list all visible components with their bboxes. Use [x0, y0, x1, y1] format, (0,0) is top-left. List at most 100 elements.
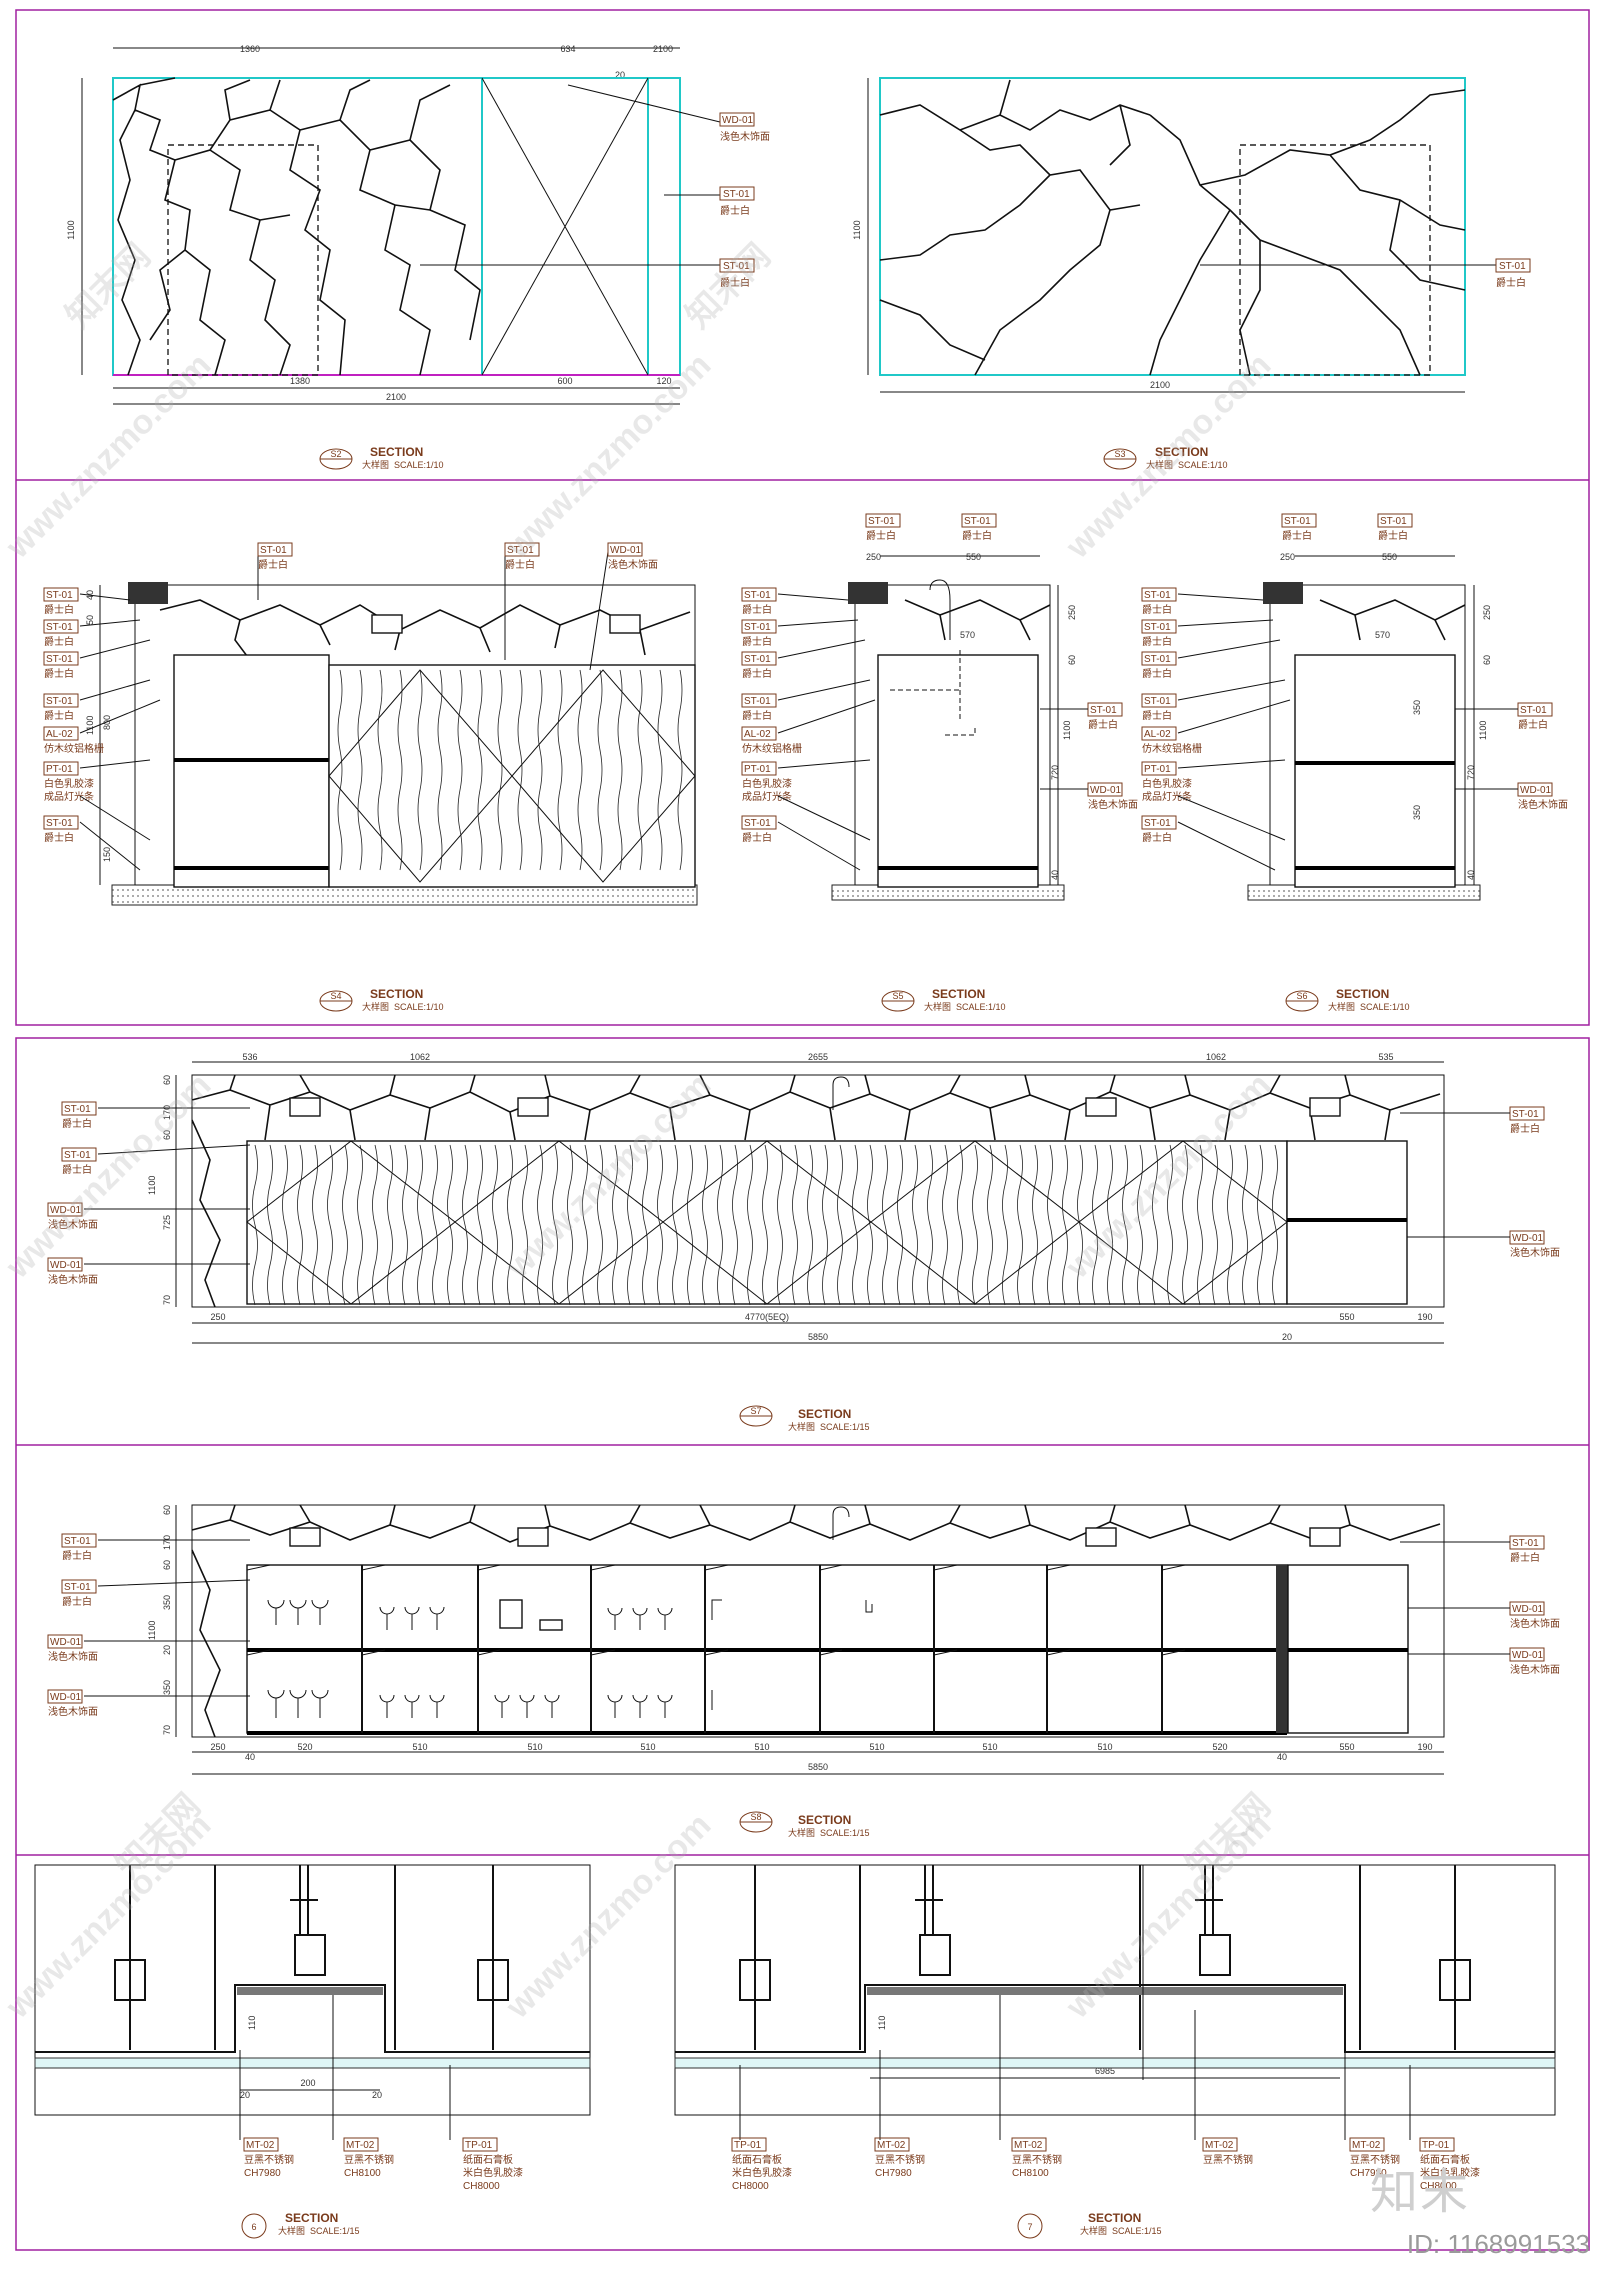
svg-text:S3: S3 — [1114, 449, 1125, 459]
s2-dim-bottom-1: 1380 — [290, 376, 310, 386]
svg-text:S5: S5 — [892, 991, 903, 1001]
s7-dim-l2: 170 — [162, 1105, 172, 1120]
s4-dim-3: 800 — [102, 715, 112, 730]
section-s6: 250 550 570 250 60 350 1100 720 350 40 S… — [1141, 513, 1568, 1012]
svg-text:ST-01: ST-01 — [46, 622, 73, 633]
svg-text:成品灯光条: 成品灯光条 — [742, 790, 792, 803]
svg-text:爵士白: 爵士白 — [1088, 718, 1118, 731]
s6-dim-r2: 60 — [1482, 655, 1492, 665]
svg-text:米白色乳胶漆: 米白色乳胶漆 — [463, 2166, 523, 2179]
s6-dim-r3: 350 — [1412, 700, 1422, 715]
sheet-frame-top — [15, 9, 1590, 1026]
s8-dim-b8: 510 — [869, 1742, 884, 1752]
s5-dim-r5: 40 — [1050, 870, 1060, 880]
svg-text:豆黑不锈钢: 豆黑不锈钢 — [244, 2153, 294, 2166]
svg-text:爵士白: 爵士白 — [1142, 831, 1172, 844]
d6-dim-s2: 20 — [372, 2090, 382, 2100]
svg-text:MT-02: MT-02 — [877, 2140, 906, 2151]
svg-text:CH7980: CH7980 — [875, 2168, 912, 2179]
svg-text:ST-01: ST-01 — [1380, 516, 1407, 527]
svg-text:CH8100: CH8100 — [1012, 2168, 1049, 2179]
svg-text:爵士白: 爵士白 — [1518, 718, 1548, 731]
svg-text:SCALE:1/10: SCALE:1/10 — [956, 1002, 1006, 1012]
s2-dim-top-4: 20 — [615, 70, 625, 80]
svg-text:WD-01: WD-01 — [722, 115, 754, 126]
svg-text:大样图: 大样图 — [788, 1827, 815, 1838]
s8-dim-b5: 510 — [527, 1742, 542, 1752]
s7-dim-top-1: 536 — [242, 1052, 257, 1062]
svg-text:ST-01: ST-01 — [723, 261, 750, 272]
svg-text:WD-01: WD-01 — [610, 545, 642, 556]
svg-text:ST-01: ST-01 — [46, 696, 73, 707]
svg-text:CH7980: CH7980 — [244, 2168, 281, 2179]
svg-text:SECTION: SECTION — [798, 1813, 851, 1827]
brand-logo: 知末 — [1369, 2164, 1470, 2220]
svg-text:大样图: 大样图 — [924, 1001, 951, 1012]
s6-title: S6 SECTION 大样图 SCALE:1/10 — [1285, 987, 1410, 1012]
svg-text:大样图: 大样图 — [1146, 459, 1173, 470]
svg-text:知末网: 知末网 — [59, 237, 158, 336]
s8-dim-b3: 520 — [297, 1742, 312, 1752]
svg-text:PT-01: PT-01 — [46, 764, 73, 775]
svg-text:白色乳胶漆: 白色乳胶漆 — [742, 777, 792, 790]
svg-text:www.znzmo.com: www.znzmo.com — [498, 346, 718, 566]
s8-dim-b14: 190 — [1417, 1742, 1432, 1752]
s7-dim-top-3: 2655 — [808, 1052, 828, 1062]
svg-text:ST-01: ST-01 — [507, 545, 534, 556]
svg-text:浅色木饰面: 浅色木饰面 — [48, 1650, 98, 1663]
svg-text:WD-01: WD-01 — [50, 1637, 82, 1648]
svg-text:7: 7 — [1027, 2222, 1032, 2232]
svg-text:CH8000: CH8000 — [1420, 2181, 1457, 2192]
section-s2: 1360 634 2100 20 1100 1380 600 120 2100 … — [66, 44, 770, 470]
s5-dim-top-3: 570 — [960, 630, 975, 640]
s7-dim-top-2: 1062 — [410, 1052, 430, 1062]
svg-text:ST-01: ST-01 — [64, 1536, 91, 1547]
s7-dim-top-4: 1062 — [1206, 1052, 1226, 1062]
s7-title: S7 SECTION 大样图 SCALE:1/15 — [739, 1405, 870, 1432]
s8-dim-l1: 60 — [162, 1505, 172, 1515]
svg-text:爵士白: 爵士白 — [1378, 529, 1408, 542]
svg-text:WD-01: WD-01 — [50, 1205, 82, 1216]
svg-text:ST-01: ST-01 — [64, 1150, 91, 1161]
svg-text:AL-02: AL-02 — [46, 729, 73, 740]
svg-text:浅色木饰面: 浅色木饰面 — [1518, 798, 1568, 811]
s6-dim-top-1: 250 — [1280, 552, 1295, 562]
s3-dim-total: 2100 — [1150, 380, 1170, 390]
svg-text:ST-01: ST-01 — [1520, 705, 1547, 716]
svg-text:爵士白: 爵士白 — [742, 831, 772, 844]
svg-text:浅色木饰面: 浅色木饰面 — [608, 558, 658, 571]
svg-text:浅色木饰面: 浅色木饰面 — [1088, 798, 1138, 811]
svg-text:爵士白: 爵士白 — [1510, 1122, 1540, 1135]
svg-text:ST-01: ST-01 — [868, 516, 895, 527]
svg-text:豆黑不锈钢: 豆黑不锈钢 — [1203, 2153, 1253, 2166]
s7-dim-total: 5850 — [808, 1332, 828, 1342]
svg-text:爵士白: 爵士白 — [44, 831, 74, 844]
svg-text:爵士白: 爵士白 — [742, 603, 772, 616]
svg-text:豆黑不锈钢: 豆黑不锈钢 — [344, 2153, 394, 2166]
s8-dim-l6: 20 — [162, 1645, 172, 1655]
svg-text:SECTION: SECTION — [285, 2211, 338, 2225]
svg-text:TP-01: TP-01 — [1422, 2140, 1450, 2151]
svg-text:WD-01: WD-01 — [1512, 1604, 1544, 1615]
svg-text:SCALE:1/15: SCALE:1/15 — [1112, 2226, 1162, 2236]
s7-dim-l5: 725 — [162, 1215, 172, 1230]
svg-text:ST-01: ST-01 — [64, 1104, 91, 1115]
s4-dim-5: 150 — [102, 847, 112, 862]
svg-text:爵士白: 爵士白 — [1142, 667, 1172, 680]
svg-text:SECTION: SECTION — [1336, 987, 1389, 1001]
svg-text:SCALE:1/10: SCALE:1/10 — [1360, 1002, 1410, 1012]
svg-text:ST-01: ST-01 — [744, 696, 771, 707]
svg-text:爵士白: 爵士白 — [62, 1163, 92, 1176]
svg-text:爵士白: 爵士白 — [62, 1595, 92, 1608]
svg-text:浅色木饰面: 浅色木饰面 — [48, 1218, 98, 1231]
s4-title: S4 SECTION 大样图 SCALE:1/10 — [319, 987, 444, 1012]
svg-text:米白色乳胶漆: 米白色乳胶漆 — [1420, 2166, 1480, 2179]
s2-dim-top-2: 634 — [560, 44, 575, 54]
d7-title: 7 SECTION 大样图 SCALE:1/15 — [1017, 2211, 1162, 2239]
section-s8: 250 40 520 510 510 510 510 510 510 510 5… — [47, 1504, 1560, 1838]
svg-text:白色乳胶漆: 白色乳胶漆 — [1142, 777, 1192, 790]
